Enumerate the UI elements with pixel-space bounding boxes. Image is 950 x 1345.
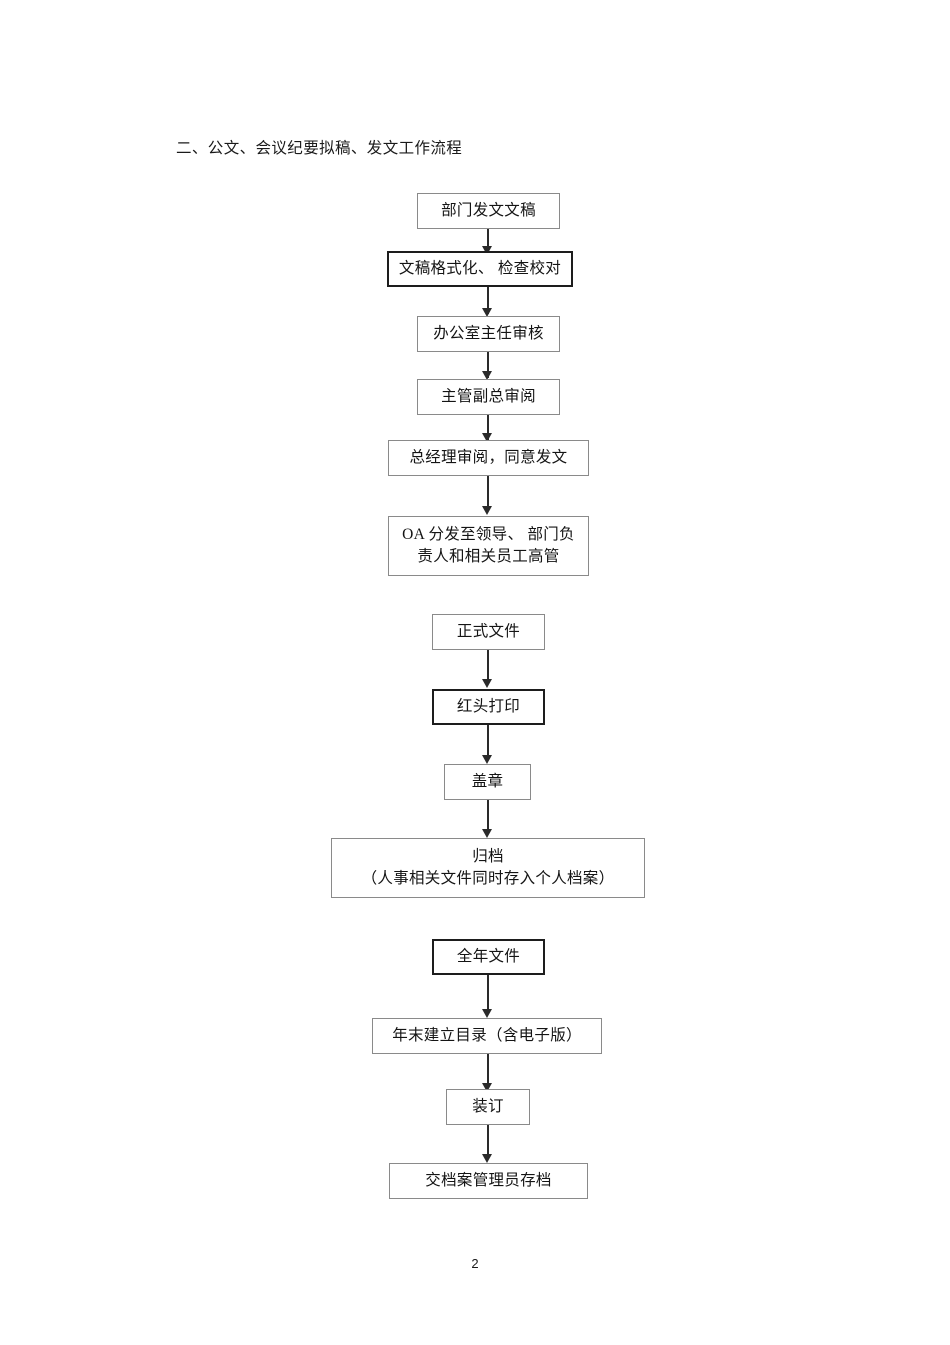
flow-node-formal-document: 正式文件 — [432, 614, 545, 650]
connector-n13-n14 — [487, 1125, 490, 1157]
flow-node-label: 年末建立目录（含电子版） — [392, 1026, 582, 1044]
connector-n11-n12 — [487, 975, 490, 1012]
flow-node-label-line2: （人事相关文件同时存入个人档案） — [361, 870, 615, 887]
connector-n7-n8 — [487, 650, 490, 681]
connector-n3-n4 — [487, 352, 490, 378]
arrow-head-n13-n14 — [482, 1154, 492, 1163]
flow-node-deputy-gm-review: 主管副总审阅 — [417, 379, 560, 415]
flow-node-oa-distribution: OA 分发至领导、 部门负 责人和相关员工高管 — [388, 516, 589, 576]
connector-n8-n9 — [487, 725, 490, 757]
connector-n12-n13 — [487, 1054, 490, 1086]
arrow-head-n4-n5 — [482, 433, 492, 442]
flow-node-label: 总经理审阅，同意发文 — [409, 448, 568, 466]
flow-node-archive: 归档 （人事相关文件同时存入个人档案） — [331, 838, 645, 898]
flow-node-hand-to-archivist: 交档案管理员存档 — [389, 1163, 588, 1199]
arrow-head-n5-n6 — [482, 506, 492, 515]
flow-node-year-end-catalogue: 年末建立目录（含电子版） — [372, 1018, 602, 1054]
flow-node-letterhead-print: 红头打印 — [432, 689, 545, 725]
flow-node-annual-documents: 全年文件 — [432, 939, 545, 975]
connector-n1-n2 — [487, 229, 490, 250]
flow-node-stamp: 盖章 — [444, 764, 531, 800]
flow-node-label: 部门发文文稿 — [441, 201, 536, 219]
connector-n2-n3 — [487, 287, 490, 314]
arrow-head-n1-n2 — [482, 246, 492, 255]
flow-node-binding: 装订 — [446, 1089, 530, 1125]
flow-node-label: 交档案管理员存档 — [425, 1171, 552, 1189]
flow-node-label: 全年文件 — [456, 947, 521, 965]
connector-n9-n10 — [487, 800, 490, 832]
flow-node-department-draft: 部门发文文稿 — [417, 193, 560, 229]
arrow-head-n8-n9 — [482, 755, 492, 764]
flow-node-office-director-review: 办公室主任审核 — [417, 316, 560, 352]
flow-node-label-line2: 责人和相关员工高管 — [417, 548, 560, 565]
flow-node-label-line1: OA 分发至领导、 部门负 — [402, 525, 575, 543]
arrow-head-n9-n10 — [482, 829, 492, 838]
flow-node-label-line1: 归档 — [472, 847, 504, 865]
flow-node-label: 盖章 — [471, 772, 504, 790]
page-title: 二、公文、会议纪要拟稿、发文工作流程 — [176, 140, 463, 157]
arrow-head-n11-n12 — [482, 1009, 492, 1018]
flow-node-label: 主管副总审阅 — [441, 387, 536, 405]
arrow-head-n2-n3 — [482, 308, 492, 317]
arrow-head-n3-n4 — [482, 371, 492, 380]
flow-node-label: 文稿格式化、 检查校对 — [398, 259, 562, 277]
flow-node-label: 办公室主任审核 — [433, 324, 544, 342]
arrow-head-n12-n13 — [482, 1083, 492, 1092]
flow-node-label: 装订 — [472, 1097, 504, 1115]
flow-node-label: 红头打印 — [456, 697, 521, 715]
connector-n4-n5 — [487, 415, 490, 441]
flow-node-format-and-proofread: 文稿格式化、 检查校对 — [387, 251, 573, 287]
page-number: 2 — [471, 1256, 479, 1271]
flow-node-gm-approval: 总经理审阅，同意发文 — [388, 440, 589, 476]
arrow-head-n7-n8 — [482, 679, 492, 688]
connector-n5-n6 — [487, 476, 490, 507]
flow-node-label: 正式文件 — [456, 622, 521, 640]
